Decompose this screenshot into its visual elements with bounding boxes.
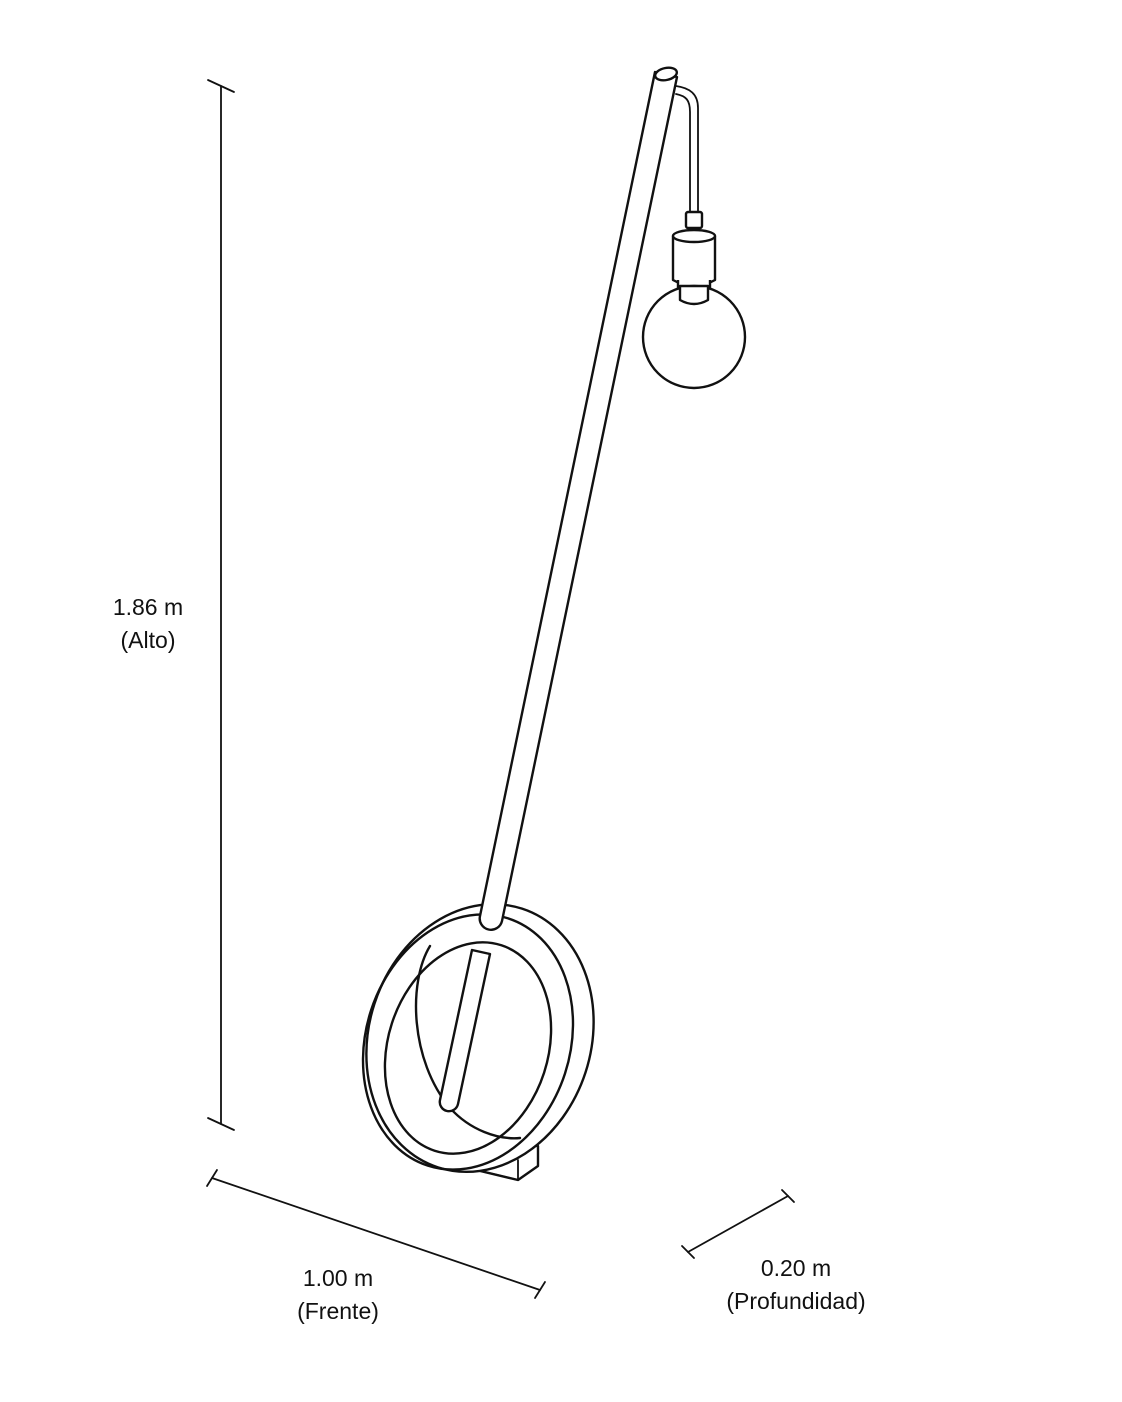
width-dimension-line: [206, 1169, 546, 1299]
lamp-pole: [478, 66, 679, 931]
depth-name: (Profundidad): [726, 1288, 866, 1314]
width-name: (Frente): [297, 1298, 379, 1324]
lamp-ring-base: [361, 902, 595, 1174]
height-name: (Alto): [120, 627, 176, 653]
lamp-pole-lower: [438, 948, 492, 1113]
lamp-socket: [671, 210, 717, 298]
depth-dimension-line: [681, 1189, 795, 1259]
depth-label: 0.20 m (Profundidad): [726, 1252, 865, 1318]
lamp-bulb: [641, 284, 747, 390]
height-value: 1.86 m: [112, 594, 184, 620]
lamp-arm-cord: [675, 85, 699, 213]
height-dimension-line: [207, 79, 235, 1131]
width-value: 1.00 m: [302, 1265, 374, 1291]
width-label: 1.00 m (Frente): [297, 1262, 379, 1328]
height-label: 1.86 m (Alto): [113, 591, 183, 657]
depth-value: 0.20 m: [760, 1255, 832, 1281]
